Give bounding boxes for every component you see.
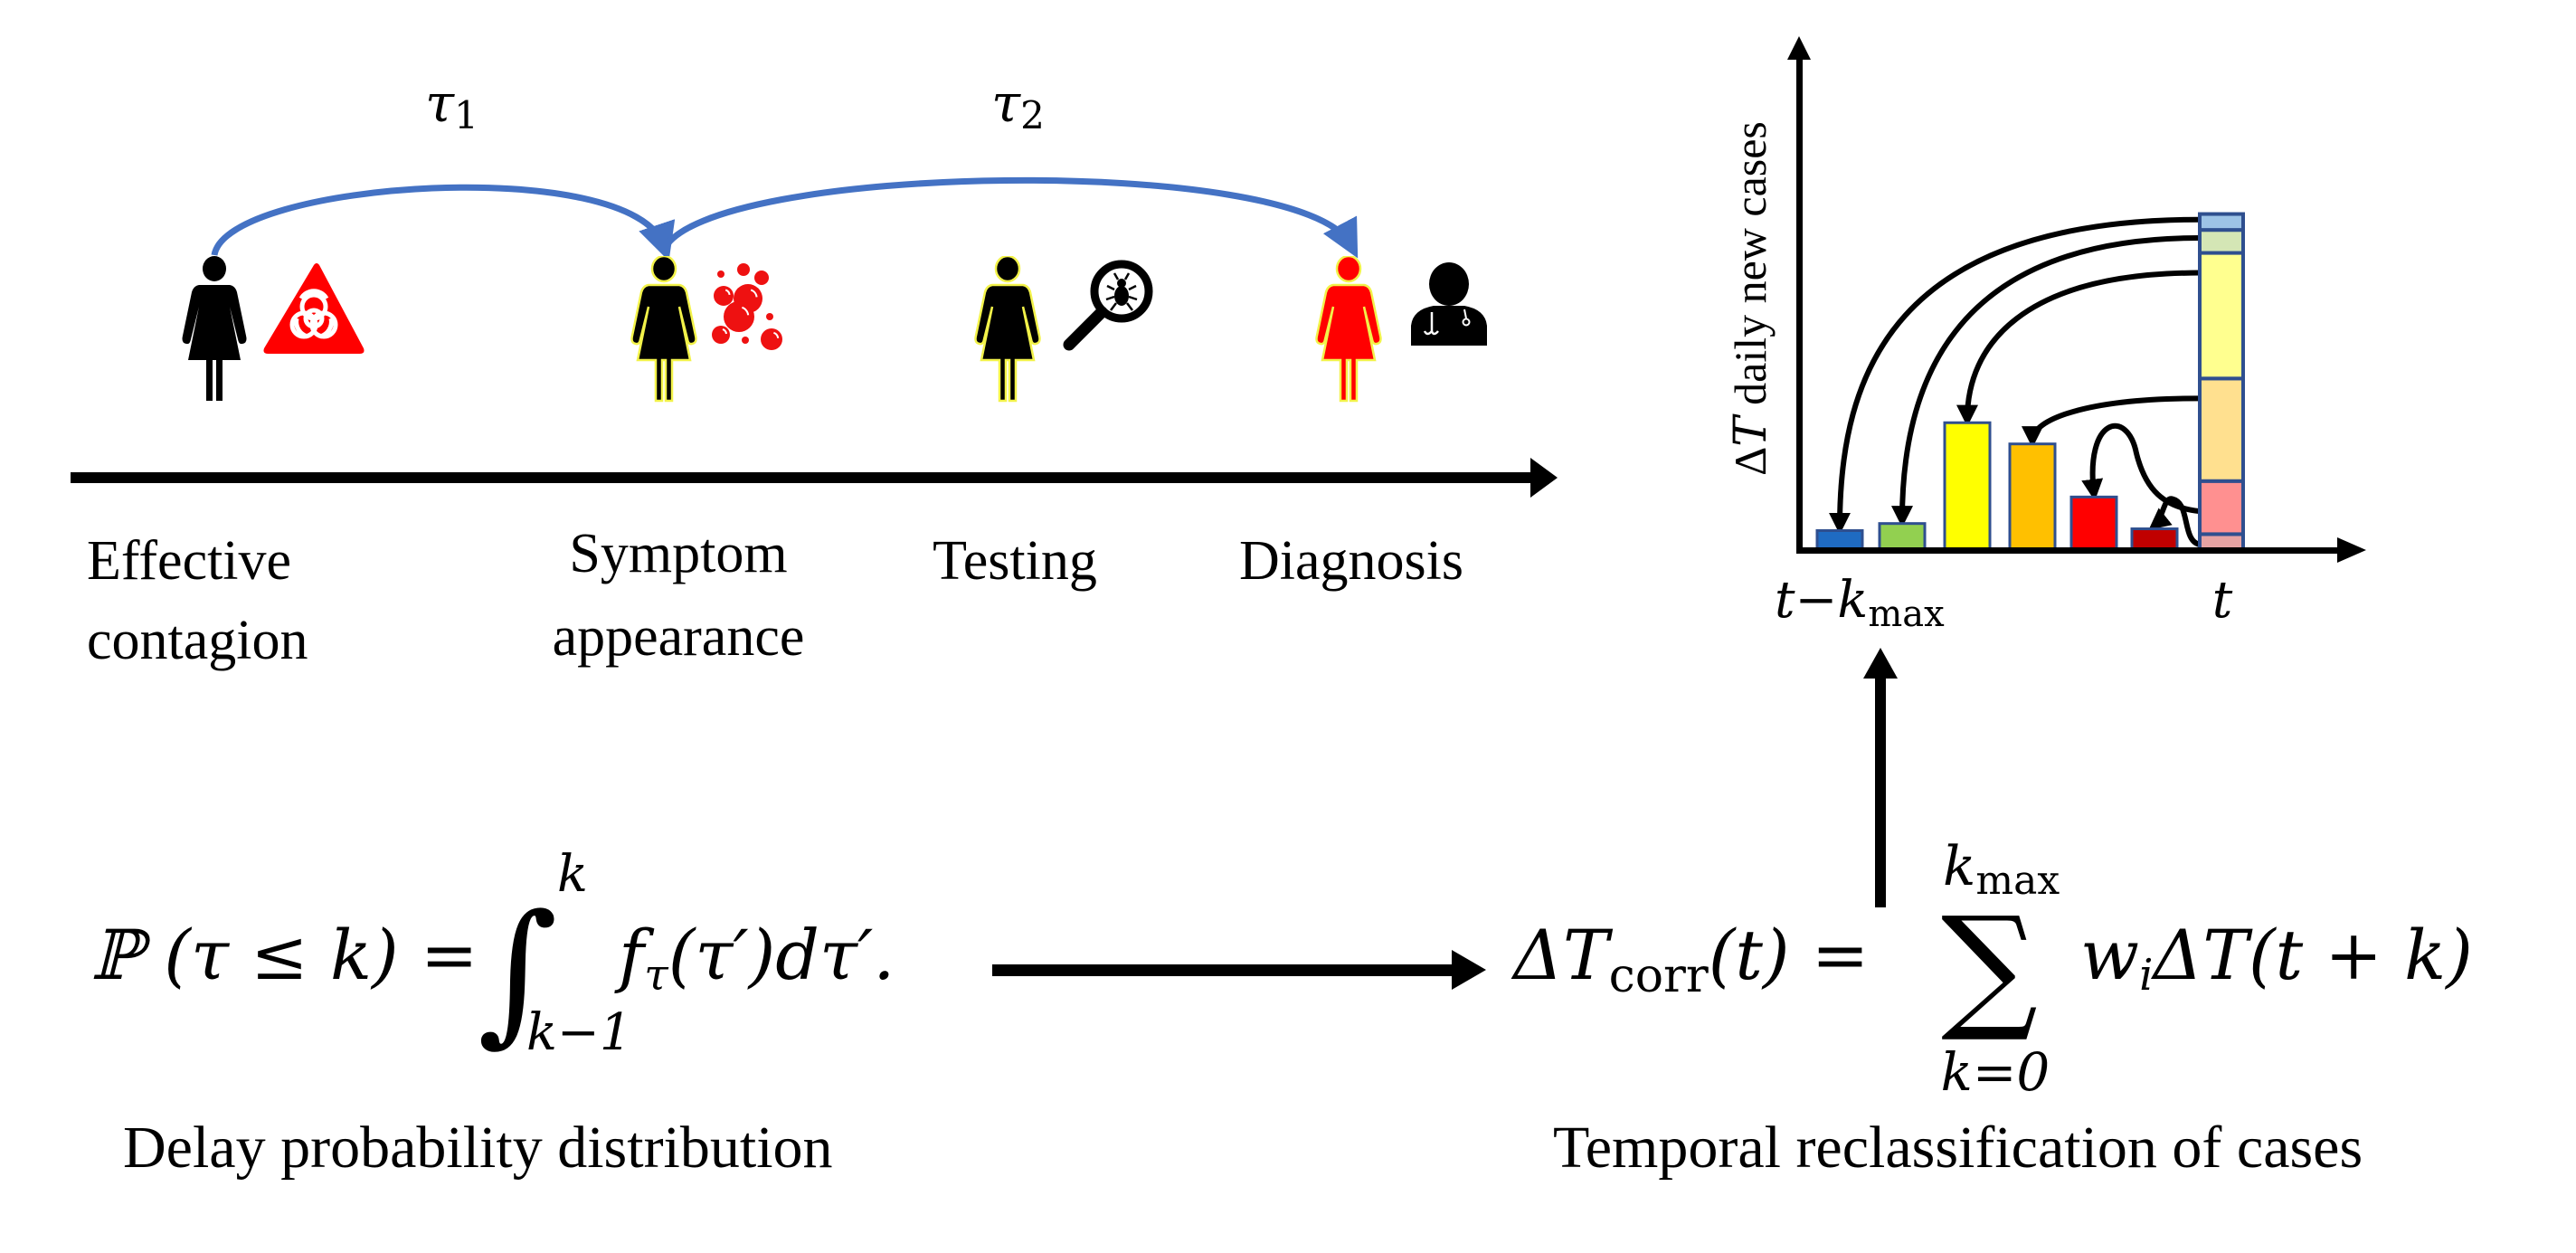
stage-label-symptom-line1: Symptom (569, 523, 787, 584)
bar-t−kmax (1815, 528, 1864, 552)
person-icon-1 (182, 256, 247, 401)
stage-label-testing: Testing (933, 530, 1097, 592)
chart-bars (1815, 421, 2179, 552)
x-axis (1796, 537, 2366, 563)
stack-segment-5 (2198, 212, 2245, 233)
stack-segment-1 (2198, 479, 2245, 536)
bar-t−kmax+2 (1943, 421, 1992, 552)
x-tick-left: t−kmax (1775, 571, 1945, 635)
reclassify-arrow-5 (2148, 496, 2202, 547)
reclassify-arrow-4 (2081, 422, 2201, 515)
tau2-label: τ2 (991, 72, 1045, 138)
timeline-axis (71, 458, 1558, 498)
bar-t−kmax+1 (1878, 522, 1927, 552)
person-icon-4 (1315, 256, 1382, 403)
reclass-lhs: ΔTcorr(t) = (1511, 915, 1869, 1003)
reclassify-arrow-3 (2022, 395, 2201, 449)
sum-lower-limit: k=0 (1941, 1041, 2050, 1103)
update-arrow-vertical (1863, 648, 1898, 907)
tau1-label: τ1 (425, 72, 478, 138)
delay-caption: Delay probability distribution (123, 1115, 833, 1181)
arc-tau2 (660, 176, 1359, 259)
virus-particle (761, 328, 782, 350)
reclassify-arrow-0 (1829, 216, 2201, 535)
sum-term: wiΔT(t + k) (2080, 915, 2473, 1001)
integrand: fτ(τ′)dτ′. (614, 915, 895, 1001)
stack-segment-4 (2198, 228, 2245, 255)
reclassification-chart: ΔT daily new cases t−kmax t (1724, 36, 2366, 635)
stage-label-diagnosis: Diagnosis (1239, 530, 1463, 592)
stage-label-contagion-line2: contagion (87, 610, 308, 671)
flow-arrow-horizontal (992, 950, 1486, 990)
reclass-formula: ΔTcorr(t) = ∑ kmax k=0 wiΔT(t + k) (1511, 835, 2473, 1103)
virus-particle (737, 263, 750, 276)
stack-segment-2 (2198, 376, 2245, 483)
reclassify-arrow-2 (1956, 270, 2201, 427)
person-icon-3 (974, 256, 1041, 403)
virus-particle (712, 326, 730, 344)
virus-cluster-icon (712, 263, 782, 350)
magnifier-bug-icon (1063, 260, 1153, 351)
delay-arcs (211, 176, 1359, 261)
reclassification-arrows (1829, 216, 2202, 547)
sum-sign: ∑ (1941, 888, 2038, 1046)
bar-t−kmax+3 (2008, 442, 2057, 552)
stage-label-contagion-line1: Effective (87, 530, 291, 592)
sum-upper-limit: kmax (1943, 835, 2060, 904)
y-axis (1787, 36, 1811, 552)
virus-particle (766, 313, 773, 320)
delay-formula: ℙ (τ ≤ k) = ∫ k k−1 fτ(τ′)dτ′. (90, 845, 895, 1062)
stage-label-symptom-line2: appearance (553, 606, 805, 668)
reclassify-arrow-1 (1891, 235, 2201, 528)
delay-formula-lhs: ℙ (τ ≤ k) = (90, 915, 478, 995)
bar-t−2 (2069, 495, 2118, 552)
y-axis-label: ΔT daily new cases (1724, 121, 1776, 476)
virus-particle (754, 271, 769, 285)
arc-tau1 (211, 184, 676, 261)
bar-t−1 (2130, 527, 2179, 552)
biohazard-icon (263, 263, 365, 354)
virus-particle (724, 301, 754, 332)
person-icon-2 (630, 256, 697, 403)
integral-upper-limit: k (557, 845, 588, 904)
integral-lower-limit: k−1 (526, 1003, 631, 1062)
doctor-icon (1411, 262, 1487, 346)
virus-particle (714, 286, 734, 306)
virus-particle (742, 337, 749, 344)
x-tick-right: t (2212, 571, 2233, 630)
virus-particle (717, 271, 724, 278)
integral-sign: ∫ (478, 882, 558, 1061)
stacked-bar-t (2198, 212, 2245, 553)
stack-segment-3 (2198, 251, 2245, 381)
reclass-caption: Temporal reclassification of cases (1553, 1115, 2363, 1181)
